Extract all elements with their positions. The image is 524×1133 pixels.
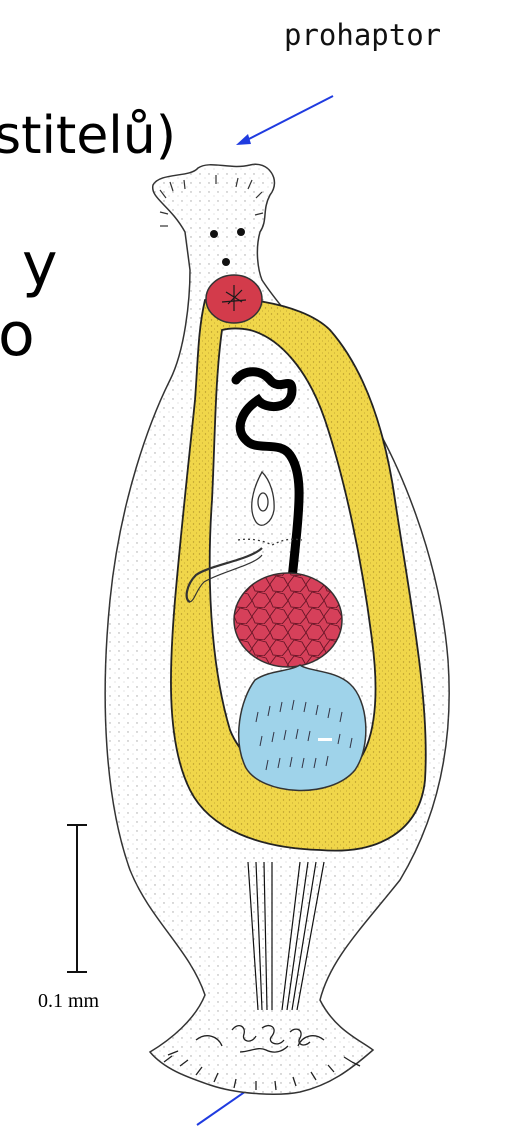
scale-bar bbox=[67, 825, 87, 972]
pharynx bbox=[206, 275, 262, 323]
arrow-icon bbox=[236, 96, 333, 145]
testis bbox=[239, 665, 366, 790]
ovary bbox=[234, 573, 342, 667]
